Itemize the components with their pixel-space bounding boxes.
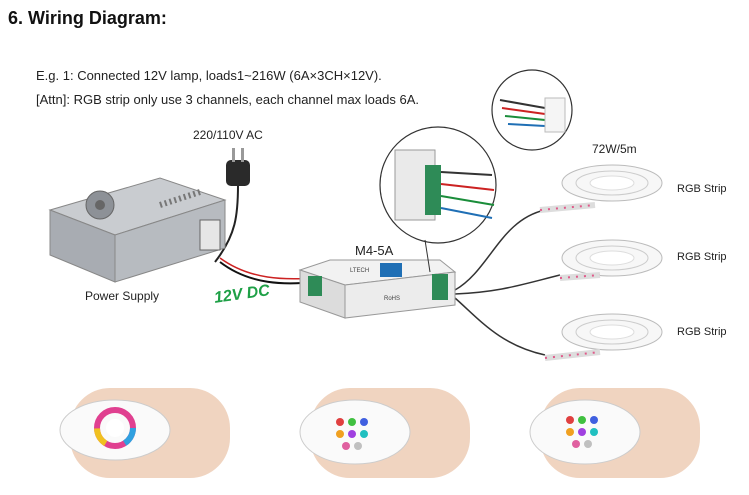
controller-device (298, 259, 457, 319)
ac-cable (214, 184, 239, 263)
remote-control-3 (529, 388, 700, 478)
controller-brand-text: LTECH (350, 268, 369, 274)
ac-input-label: 220/110V AC (193, 128, 263, 142)
controller-model-label: M4-5A (355, 243, 394, 258)
rgb-strip-label-2: RGB Strip (677, 251, 727, 263)
rgb-strip-reel-1 (539, 164, 663, 213)
terminal-zoom-circle (379, 126, 497, 244)
example-text: E.g. 1: Connected 12V lamp, loads1~216W … (36, 68, 382, 83)
power-supply-label: Power Supply (85, 289, 160, 303)
rgb-strip-reel-2 (559, 239, 663, 281)
power-supply-device (48, 177, 227, 283)
remote-control-2 (299, 388, 470, 478)
wire-strip-2 (454, 274, 561, 295)
rgb-strip-reel-3 (544, 313, 663, 361)
page-title: 6. Wiring Diagram: (8, 8, 167, 28)
strip-spec-label: 72W/5m (592, 142, 637, 156)
attention-text: [Attn]: RGB strip only use 3 channels, e… (36, 92, 419, 107)
wire-strip-3 (454, 297, 546, 356)
strip-connector-zoom-circle (491, 69, 573, 151)
rgb-strip-label-3: RGB Strip (677, 326, 727, 338)
remote-control-1 (59, 388, 230, 478)
ac-plug-icon (226, 148, 250, 186)
rgb-strip-label-1: RGB Strip (677, 183, 727, 195)
controller-rohs-text: RoHS (384, 296, 400, 302)
wire-strip-1 (454, 209, 546, 291)
